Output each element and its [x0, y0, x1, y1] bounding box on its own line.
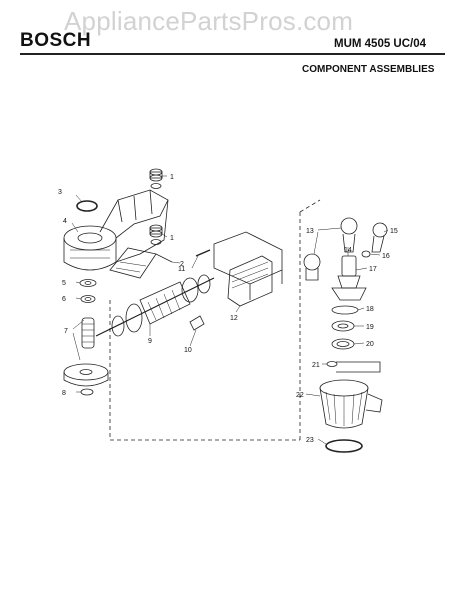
callout-18: 18 [366, 306, 374, 313]
part-13-gears [303, 217, 388, 281]
callout-9: 9 [148, 338, 152, 345]
callout-10: 10 [184, 347, 192, 354]
callout-8: 8 [62, 390, 66, 397]
callout-16: 16 [382, 253, 390, 260]
part-23-ring [325, 439, 363, 453]
callout-21: 21 [312, 362, 320, 369]
callout-15: 15 [390, 228, 398, 235]
part-1-lower [149, 224, 163, 245]
callout-7: 7 [64, 328, 68, 335]
part-19-bearing [331, 320, 355, 332]
callout-23: 23 [306, 437, 314, 444]
callout-2: 2 [180, 261, 184, 268]
callout-11: 11 [178, 266, 185, 273]
part-2-board [109, 247, 173, 279]
callout-5: 5 [62, 280, 66, 287]
part-12-field-coil [213, 231, 283, 307]
brand-logo: BOSCH [20, 30, 92, 51]
part-1-upper [149, 168, 163, 189]
page-subtitle: COMPONENT ASSEMBLIES [302, 64, 435, 75]
callout-14: 14 [344, 247, 352, 254]
callout-3: 3 [58, 189, 62, 196]
callout-1-upper: 1 [170, 174, 174, 181]
part-21-plate [326, 361, 381, 373]
header-rule [20, 53, 445, 55]
part-3-ring [76, 200, 98, 212]
callout-12: 12 [230, 315, 238, 322]
part-10-brush [189, 315, 205, 331]
part-16-bushing [361, 250, 371, 258]
callout-17: 17 [369, 266, 377, 273]
callout-20: 20 [366, 341, 374, 348]
part-9-armature [95, 274, 215, 337]
callout-22: 22 [296, 392, 304, 399]
part-11-pin [195, 249, 211, 257]
model-number: MUM 4505 UC/04 [334, 38, 427, 50]
callout-19: 19 [366, 324, 374, 331]
callout-6: 6 [62, 296, 66, 303]
part-14-carrier [331, 255, 367, 301]
callout-4: 4 [63, 218, 67, 225]
callout-1-lower: 1 [170, 235, 174, 242]
part-7-gear-shaft [63, 317, 109, 387]
part-18-ring [331, 305, 359, 315]
callout-13: 13 [306, 228, 314, 235]
part-8-washer [80, 388, 94, 396]
part-6-bearing [80, 295, 96, 303]
watermark-text: AppliancePartsPros.com [64, 6, 354, 36]
part-4-housing [63, 189, 169, 271]
part-20-seal [331, 338, 355, 350]
part-22-coupling [319, 379, 383, 429]
part-5-washer [79, 279, 97, 287]
